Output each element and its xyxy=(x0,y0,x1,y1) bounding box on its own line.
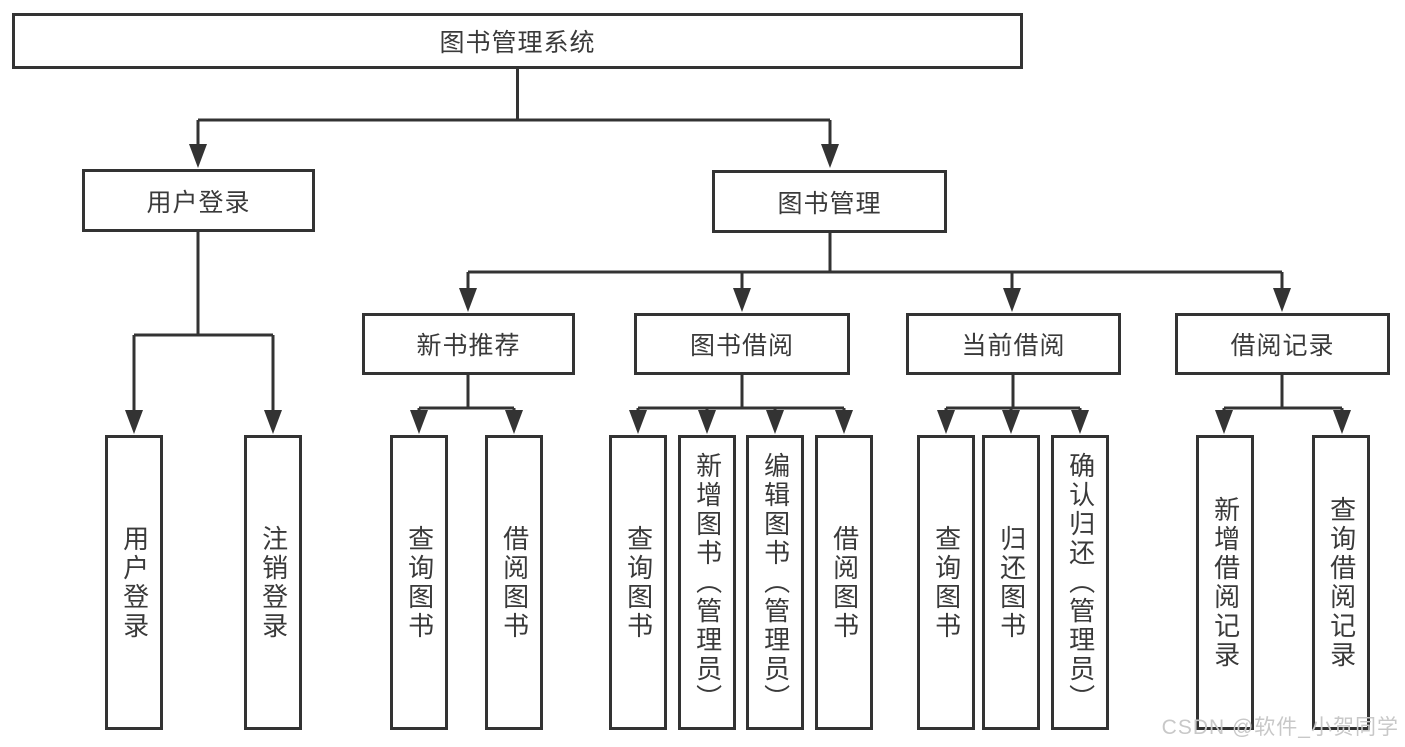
node-label: 用户登录 xyxy=(146,188,251,217)
node-label: 当前借阅 xyxy=(961,332,1066,360)
node-label: 注销登录 xyxy=(258,524,289,641)
node-label: 查询图书 xyxy=(931,524,962,641)
node-label: 图书借阅 xyxy=(689,332,794,360)
leaf-bb-edit-books-admin: 编辑图书（管理员） xyxy=(746,435,804,730)
node-label: 新增图书（管理员） xyxy=(692,452,723,713)
node-book-borrowing: 图书借阅 xyxy=(634,313,850,375)
leaf-bb-add-books-admin: 新增图书（管理员） xyxy=(678,435,736,730)
leaf-nbr-borrow-books: 借阅图书 xyxy=(485,435,543,730)
leaf-br-query-borrow-record: 查询借阅记录 xyxy=(1312,435,1370,730)
node-current-borrowing: 当前借阅 xyxy=(906,313,1121,375)
node-label: 图书管理系统 xyxy=(439,29,596,57)
node-new-book-recommendation: 新书推荐 xyxy=(362,313,575,375)
node-label: 查询图书 xyxy=(623,524,654,641)
leaf-user-login: 用户登录 xyxy=(105,435,163,730)
leaf-cb-confirm-return-admin: 确认归还（管理员） xyxy=(1051,435,1109,730)
node-label: 查询借阅记录 xyxy=(1326,495,1357,670)
node-label: 新书推荐 xyxy=(416,332,521,360)
node-library-management-system: 图书管理系统 xyxy=(12,13,1023,69)
leaf-bb-query-books: 查询图书 xyxy=(609,435,667,730)
node-label: 归还图书 xyxy=(996,524,1027,641)
leaf-nbr-query-books: 查询图书 xyxy=(390,435,448,730)
node-label: 用户登录 xyxy=(119,524,150,641)
node-label: 确认归还（管理员） xyxy=(1065,452,1096,713)
leaf-br-add-borrow-record: 新增借阅记录 xyxy=(1196,435,1254,730)
leaf-logout-login: 注销登录 xyxy=(244,435,302,730)
leaf-cb-return-books: 归还图书 xyxy=(982,435,1040,730)
node-label: 查询图书 xyxy=(404,524,435,641)
node-label: 借阅记录 xyxy=(1230,332,1335,360)
node-user-login: 用户登录 xyxy=(82,169,315,232)
node-label: 借阅图书 xyxy=(829,524,860,641)
leaf-bb-borrow-books: 借阅图书 xyxy=(815,435,873,730)
node-label: 图书管理 xyxy=(777,189,882,218)
csdn-watermark: CSDN @软件_小贺同学 xyxy=(1161,716,1399,739)
leaf-cb-query-books: 查询图书 xyxy=(917,435,975,730)
arrowheads xyxy=(125,144,1351,434)
node-label: 编辑图书（管理员） xyxy=(760,452,791,713)
node-label: 新增借阅记录 xyxy=(1210,495,1241,670)
node-book-management: 图书管理 xyxy=(712,170,947,233)
node-label: 借阅图书 xyxy=(499,524,530,641)
node-borrowing-records: 借阅记录 xyxy=(1175,313,1390,375)
